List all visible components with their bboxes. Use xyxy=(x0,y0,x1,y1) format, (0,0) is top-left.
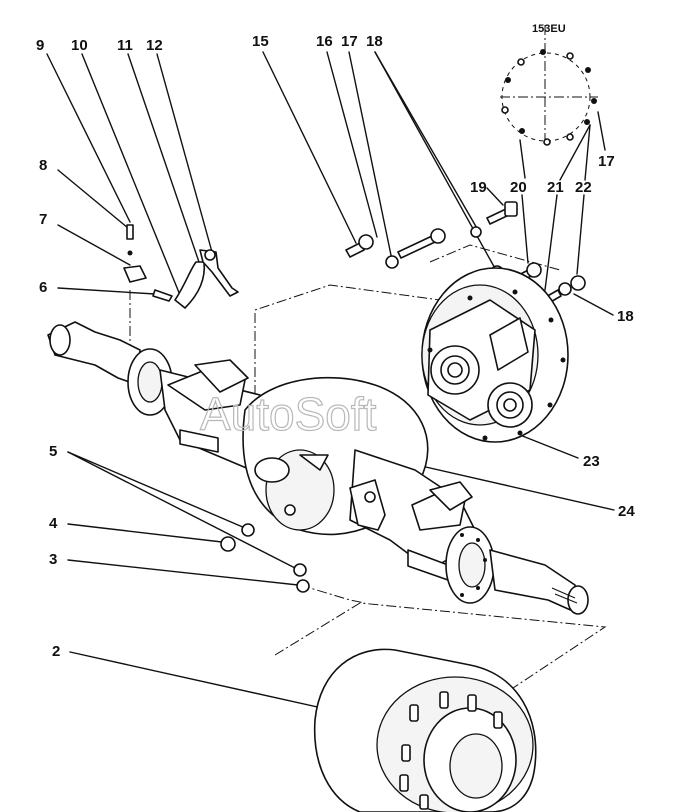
callout-12: 12 xyxy=(146,37,163,54)
brake-drum xyxy=(313,648,537,812)
callout-7: 7 xyxy=(39,211,47,228)
callout-20: 20 xyxy=(510,179,527,196)
callout-19: 19 xyxy=(470,179,487,196)
callout-2: 2 xyxy=(52,643,60,660)
callout-6: 6 xyxy=(39,279,47,296)
callout-18: 18 xyxy=(366,33,383,50)
callout-9: 9 xyxy=(36,37,44,54)
differential-carrier xyxy=(421,267,569,443)
callout-10: 10 xyxy=(71,37,88,54)
wheel-studs xyxy=(399,691,503,810)
callout-labels: 9 10 11 12 15 16 17 18 8 7 6 19 20 21 22… xyxy=(36,33,635,660)
callout-4: 4 xyxy=(49,515,58,532)
callout-18-right: 18 xyxy=(617,308,634,325)
callout-8: 8 xyxy=(39,157,47,174)
watermark: AutoSoft xyxy=(200,388,377,440)
callout-23: 23 xyxy=(583,453,600,470)
callout-21: 21 xyxy=(547,179,564,196)
callout-11: 11 xyxy=(117,37,133,54)
pattern-label: 153EU xyxy=(532,23,566,35)
bolt-pattern-153eu: 153EU xyxy=(501,23,597,146)
axle-housing xyxy=(47,321,589,615)
callout-22: 22 xyxy=(575,179,592,196)
callout-3: 3 xyxy=(49,551,57,568)
callout-24: 24 xyxy=(618,503,635,520)
callout-5: 5 xyxy=(49,443,57,460)
assembly-centerlines xyxy=(129,25,607,691)
callout-15: 15 xyxy=(252,33,269,50)
callout-17-pattern: 17 xyxy=(598,153,615,170)
callout-17: 17 xyxy=(341,33,358,50)
callout-16: 16 xyxy=(316,33,333,50)
